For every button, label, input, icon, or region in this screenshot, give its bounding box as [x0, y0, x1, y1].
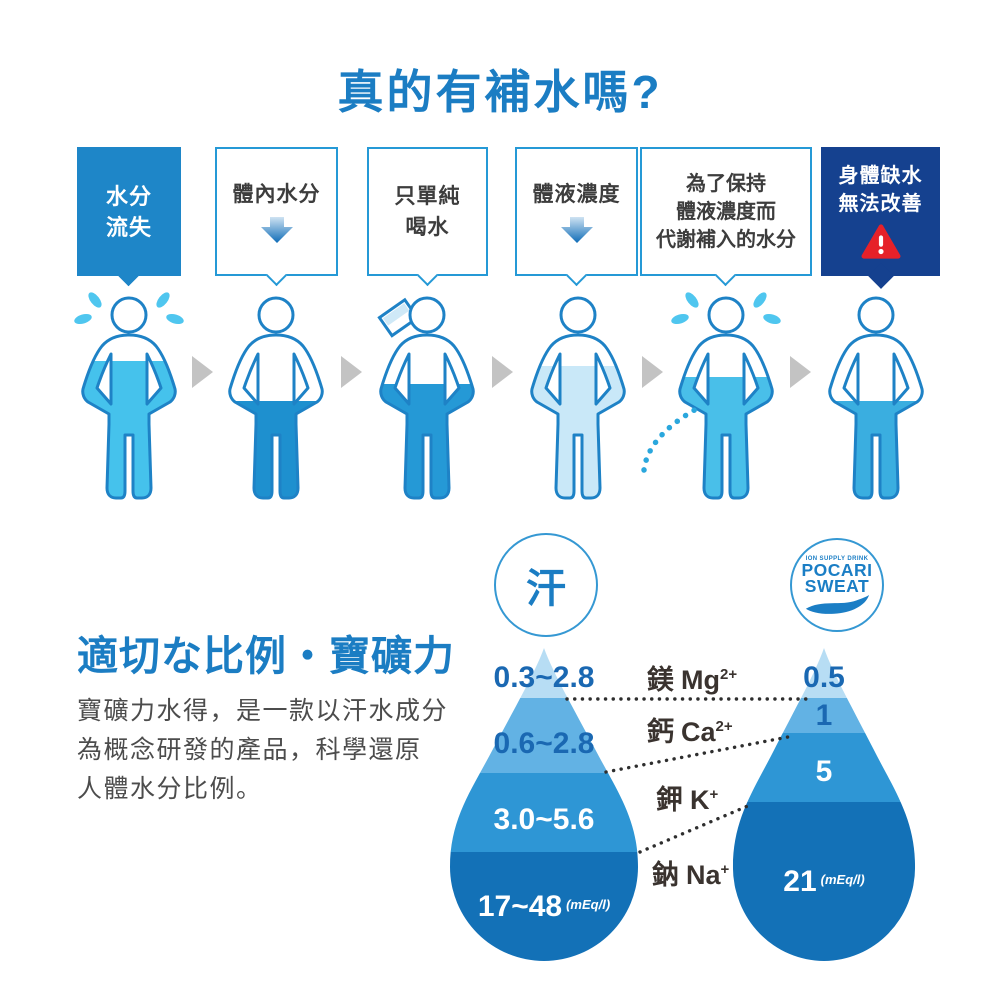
sweat-badge-label: 汗 — [526, 567, 566, 611]
bubble-tail — [565, 264, 587, 287]
bubble-line: 體液濃度而 — [676, 200, 776, 223]
pocari-k-value: 5 — [815, 755, 833, 788]
pocari-drop-chart: 0.5 1 5 21(mEq/l) — [730, 645, 918, 967]
unit-label: (mEq/l) — [566, 897, 611, 912]
step-arrow-icon — [192, 356, 213, 388]
pocari-mg-value: 0.5 — [803, 661, 845, 694]
sweat-drops-icon — [74, 292, 184, 324]
bubble-metabolized-water: 為了保持 體液濃度而 代謝補入的水分 — [640, 147, 812, 287]
down-arrow-icon — [260, 217, 293, 243]
bubble-tail — [714, 264, 737, 287]
down-arrow-icon — [560, 217, 593, 243]
sweat-drops-icon — [671, 292, 781, 324]
bubble-line: 水分 — [105, 183, 152, 209]
pocari-logo-badge: ION SUPPLY DRINK POCARI SWEAT — [790, 538, 884, 632]
sweat-mg-value: 0.3~2.8 — [493, 661, 595, 694]
dotted-flow-icon — [641, 405, 701, 473]
section-heading: 適切な比例・寶礦力 — [77, 633, 455, 679]
figure-drinking — [377, 296, 475, 500]
figure-still-dehydrated — [828, 296, 924, 500]
logo-wave-icon — [805, 594, 870, 614]
bubble-line: 為了保持 — [686, 172, 766, 195]
step-arrow-icon — [642, 356, 663, 388]
bubble-tail — [867, 263, 894, 289]
leader-lines — [565, 697, 808, 854]
sweat-k-value: 3.0~5.6 — [493, 803, 595, 836]
bubble-line: 流失 — [105, 214, 152, 240]
bubble-dehydration-warning: 身體缺水 無法改善 — [821, 147, 940, 289]
logo-name-pocari: POCARI — [801, 559, 873, 580]
page-title: 真的有補水嗎? — [337, 66, 663, 118]
body-line: 人體水分比例。 — [77, 775, 263, 803]
step-arrow-icon — [790, 356, 811, 388]
bubble-line: 無法改善 — [838, 193, 923, 215]
bubble-body-water-down: 體內水分 — [215, 147, 338, 287]
sweat-ca-value: 0.6~2.8 — [493, 727, 595, 760]
bubble-line: 只單純 — [394, 184, 461, 208]
bubble-plain-water: 只單純 喝水 — [367, 147, 488, 287]
sweat-drop-icon — [450, 648, 638, 961]
sweat-na-value: 17~48(mEq/l) — [477, 890, 611, 923]
warning-icon — [861, 224, 900, 259]
bubble-fluid-concentration-down: 體液濃度 — [515, 147, 638, 287]
step-arrow-icon — [492, 356, 513, 388]
figure-low-water — [228, 296, 324, 500]
bubble-water-loss: 水分 流失 — [77, 147, 181, 287]
bubble-line: 喝水 — [405, 215, 450, 239]
bubble-tail — [416, 264, 438, 287]
figure-sweating-full — [74, 292, 184, 500]
logo-tagline: ION SUPPLY DRINK — [805, 555, 869, 562]
sweat-drop-chart: 0.3~2.8 0.6~2.8 3.0~5.6 17~48(mEq/l) — [447, 645, 641, 967]
body-line: 寶礦力水得，是一款以汗水成分 — [77, 697, 449, 725]
bubble-tail — [117, 264, 140, 287]
body-line: 為概念研發的產品，科學還原 — [77, 736, 422, 764]
unit-label: (mEq/l) — [820, 872, 865, 887]
pocari-ca-value: 1 — [815, 699, 833, 732]
bubble-line: 身體缺水 — [838, 165, 923, 187]
bubble-line: 體液濃度 — [532, 183, 621, 206]
figure-sweating-losing — [671, 292, 781, 500]
section-body: 寶礦力水得，是一款以汗水成分 為概念研發的產品，科學還原 人體水分比例。 — [77, 692, 448, 809]
step-arrow-icon — [341, 356, 362, 388]
bubble-tail — [265, 264, 287, 287]
pocari-na-value: 21(mEq/l) — [783, 865, 865, 898]
pocari-drop-icon — [732, 648, 916, 961]
figure-diluted-water — [530, 296, 626, 500]
bubble-line: 體內水分 — [232, 183, 321, 206]
logo-name-sweat: SWEAT — [804, 576, 870, 596]
sweat-badge: 汗 — [494, 533, 598, 637]
bubble-line: 代謝補入的水分 — [656, 228, 796, 251]
